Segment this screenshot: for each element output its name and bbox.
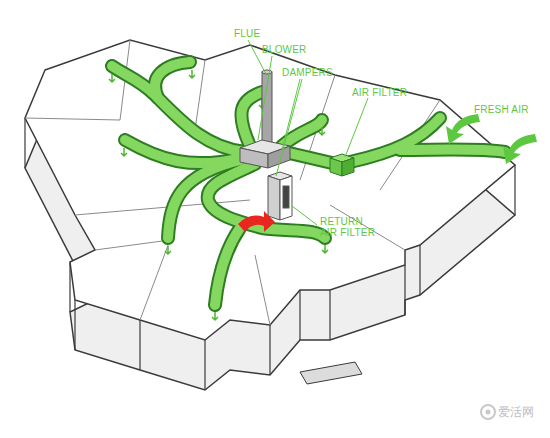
- door-step: [300, 362, 362, 384]
- fresh-air-arrows: [446, 114, 537, 164]
- house: [25, 40, 515, 390]
- air-filter-box: [330, 154, 354, 176]
- blower-box: [240, 140, 290, 168]
- duct-outlines: [112, 62, 505, 305]
- part-label: AIR FILTER: [352, 87, 407, 98]
- leader-lines: [248, 40, 368, 225]
- interior-walls: [25, 40, 440, 325]
- house-floorplan: [25, 40, 515, 340]
- part-label: FLUE: [234, 28, 260, 39]
- part-label: DAMPERS: [282, 67, 333, 78]
- watermark-logo: [481, 405, 495, 419]
- part-label: BLOWER: [262, 44, 307, 55]
- part-label: RETURN AIR FILTER: [320, 216, 378, 238]
- watermark: 爱活网: [498, 405, 535, 419]
- return-air-filter-box: [268, 172, 292, 220]
- ducts: [112, 62, 505, 305]
- return-air-arrow: [238, 211, 275, 232]
- part-label: FRESH AIR: [474, 104, 529, 115]
- outlet-arrows: [109, 70, 328, 320]
